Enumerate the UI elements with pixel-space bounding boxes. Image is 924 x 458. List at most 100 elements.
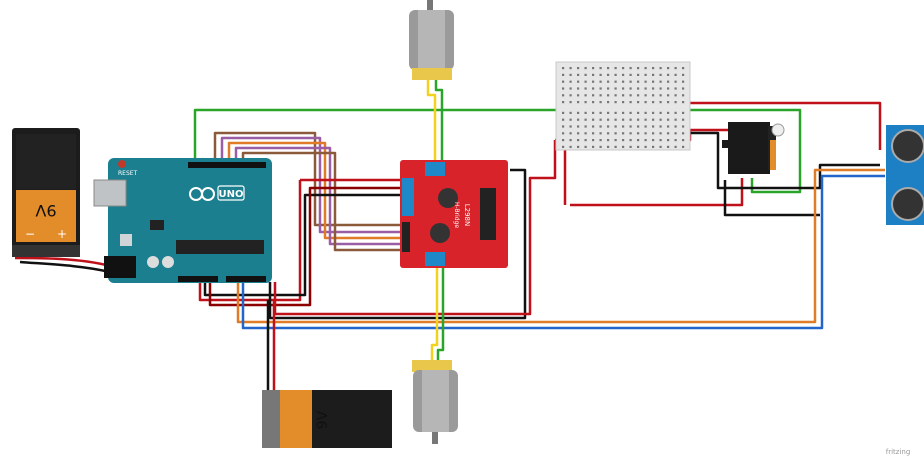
breadboard-hole xyxy=(629,118,632,121)
breadboard-hole xyxy=(592,139,595,142)
breadboard-hole xyxy=(607,73,610,76)
breadboard-hole xyxy=(644,111,647,114)
breadboard-hole xyxy=(577,80,580,83)
breadboard-hole xyxy=(652,101,655,104)
breadboard-hole xyxy=(592,94,595,97)
wire-red-batt-top xyxy=(14,256,111,268)
breadboard-hole xyxy=(659,139,662,142)
breadboard-hole xyxy=(569,73,572,76)
breadboard-hole xyxy=(584,118,587,121)
breadboard-hole xyxy=(622,118,625,121)
breadboard-hole xyxy=(667,94,670,97)
breadboard-hole xyxy=(622,111,625,114)
sensor-transducer-1 xyxy=(891,129,924,163)
breadboard-hole xyxy=(644,87,647,90)
breadboard-hole xyxy=(592,132,595,135)
breadboard-hole xyxy=(644,125,647,128)
microcontroller-chip xyxy=(176,240,264,254)
digital-header xyxy=(188,162,266,168)
breadboard-hole xyxy=(577,101,580,104)
driver-capacitor-2 xyxy=(430,223,450,243)
breadboard-hole xyxy=(682,101,685,104)
breadboard-hole xyxy=(659,145,662,148)
breadboard-hole xyxy=(659,67,662,70)
breadboard-hole xyxy=(562,94,565,97)
breadboard-hole xyxy=(629,101,632,104)
breadboard-hole xyxy=(674,125,677,128)
breadboard-hole xyxy=(599,139,602,142)
breadboard-hole xyxy=(629,94,632,97)
dc-motor-top xyxy=(409,0,454,80)
breadboard-hole xyxy=(682,67,685,70)
breadboard-hole xyxy=(622,80,625,83)
breadboard-hole xyxy=(614,94,617,97)
breadboard-hole xyxy=(607,118,610,121)
breadboard-hole xyxy=(607,111,610,114)
breadboard-hole xyxy=(667,73,670,76)
wire-yellow-motor-bottom xyxy=(430,268,439,362)
wire-green-motor-bottom xyxy=(436,268,445,362)
breadboard-hole xyxy=(629,125,632,128)
breadboard-hole xyxy=(562,118,565,121)
breadboard-hole xyxy=(637,139,640,142)
wire-green-top xyxy=(193,108,802,194)
mini-breadboard xyxy=(555,61,691,151)
driver-terminal-left xyxy=(402,178,414,216)
breadboard-hole xyxy=(667,145,670,148)
battery-top-label: 9V xyxy=(35,201,56,220)
breadboard-hole xyxy=(562,101,565,104)
battery-bottom-label: 9V xyxy=(315,410,331,429)
breadboard-hole xyxy=(592,73,595,76)
breadboard-hole xyxy=(622,67,625,70)
breadboard-hole xyxy=(599,132,602,135)
driver-terminal-bottom xyxy=(425,252,445,266)
breadboard-hole xyxy=(592,101,595,104)
breadboard-hole xyxy=(637,132,640,135)
breadboard-hole xyxy=(607,80,610,83)
wire-purple-in2 xyxy=(220,136,405,234)
breadboard-hole xyxy=(622,139,625,142)
breadboard-hole xyxy=(577,67,580,70)
breadboard-hole xyxy=(614,125,617,128)
breadboard-hole xyxy=(577,118,580,121)
breadboard-hole xyxy=(599,125,602,128)
breadboard-hole xyxy=(614,118,617,121)
breadboard-hole xyxy=(652,87,655,90)
breadboard-hole xyxy=(599,118,602,121)
reset-label: RESET xyxy=(118,170,138,177)
wire-dark-red-loop xyxy=(208,186,405,307)
battery-9v-top: 9V − + xyxy=(12,128,80,257)
breadboard-hole xyxy=(644,101,647,104)
breadboard-hole xyxy=(667,67,670,70)
breadboard-hole xyxy=(659,118,662,121)
breadboard-hole xyxy=(637,94,640,97)
breadboard-hole xyxy=(659,101,662,104)
breadboard-hole xyxy=(637,101,640,104)
breadboard-hole xyxy=(667,80,670,83)
wire-black-driver-gnd xyxy=(203,193,405,297)
breadboard-hole xyxy=(614,101,617,104)
breadboard-hole xyxy=(674,94,677,97)
power-header xyxy=(178,276,218,282)
breadboard-hole xyxy=(599,80,602,83)
breadboard-hole xyxy=(644,118,647,121)
reset-button xyxy=(118,160,126,168)
driver-heatsink xyxy=(480,188,496,240)
breadboard-hole xyxy=(682,111,685,114)
breadboard-hole xyxy=(622,125,625,128)
battery-9v-bottom: 9V xyxy=(262,390,392,448)
breadboard-hole xyxy=(592,145,595,148)
breadboard-hole xyxy=(659,87,662,90)
breadboard-hole xyxy=(644,132,647,135)
breadboard-hole xyxy=(674,73,677,76)
driver-subtitle: H-Bridge xyxy=(453,202,460,228)
wire-red-breadboard xyxy=(570,178,744,207)
breadboard-hole xyxy=(674,67,677,70)
breadboard-hole xyxy=(682,132,685,135)
breadboard-hole xyxy=(667,111,670,114)
sensor-transducer-2 xyxy=(891,187,924,221)
breadboard-hole xyxy=(622,145,625,148)
breadboard-hole xyxy=(614,132,617,135)
breadboard-hole xyxy=(592,125,595,128)
breadboard-hole xyxy=(607,94,610,97)
